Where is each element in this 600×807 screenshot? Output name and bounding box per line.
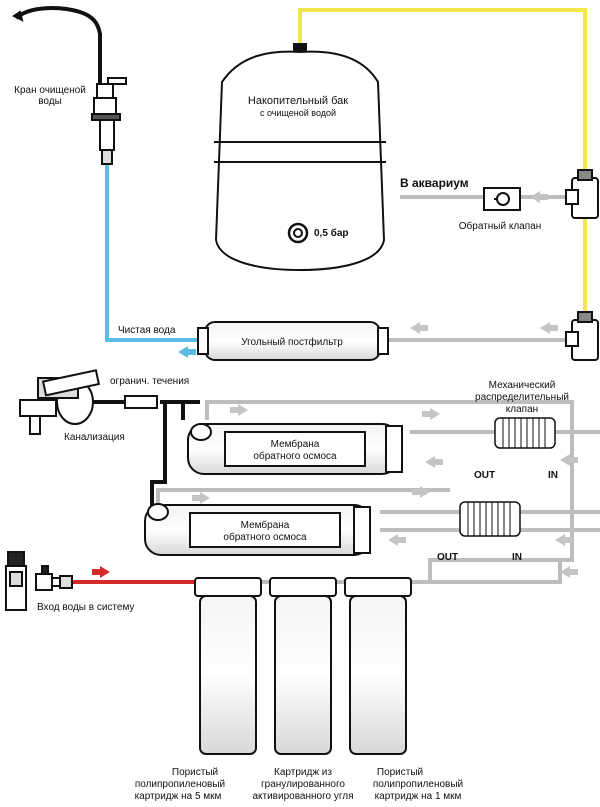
drain-pipes: [90, 400, 200, 510]
label-cartridge-3c: картридж на 1 мкм: [375, 791, 462, 802]
arrow-red: [92, 566, 110, 578]
label-cartridge-3b: полипропиленовый: [373, 779, 463, 790]
label-cartridge-3a: Пористый: [377, 767, 423, 778]
label-out-1: OUT: [474, 470, 495, 481]
label-mech-valve-1: Механический: [489, 380, 556, 391]
label-check-valve: Обратный клапан: [459, 220, 541, 232]
check-valve: [483, 187, 521, 211]
label-cartridge-1b: полипропиленовый: [135, 779, 225, 790]
label-cartridge-2b: гранулированного: [261, 779, 345, 790]
prefilter-housing-3: [344, 577, 412, 755]
label-tank-1: Накопительный бак: [248, 95, 348, 107]
membrane-housing-1: [187, 423, 403, 475]
label-water-inlet: Вход воды в систему: [37, 602, 134, 613]
label-postfilter: Угольный постфильтр: [241, 336, 343, 348]
label-pressure: 0,5 бар: [314, 227, 349, 239]
prefilter-housing-2: [269, 577, 337, 755]
clean-water-pipe: [105, 165, 200, 342]
distributor-valve-1: [494, 417, 556, 449]
tank-pipe: [298, 8, 587, 180]
faucet: [12, 6, 127, 165]
label-cartridge-1c: картридж на 5 мкм: [135, 791, 222, 802]
label-in-1: IN: [548, 470, 558, 481]
label-clean-water: Чистая вода: [118, 325, 176, 336]
label-cartridge-2a: Картридж из: [274, 767, 332, 778]
storage-tank: [214, 43, 386, 272]
label-membrane-2b: обратного осмоса: [223, 531, 307, 543]
label-membrane-1b: обратного осмоса: [253, 450, 337, 462]
prefilter-housing-1: [194, 577, 262, 755]
label-in-2: IN: [512, 552, 522, 563]
label-drain: Канализация: [64, 432, 125, 443]
label-mech-valve-3: клапан: [506, 404, 538, 415]
inlet-valve: [5, 551, 73, 611]
label-cartridge-1a: Пористый: [172, 767, 218, 778]
label-mech-valve-2: распределительный: [475, 392, 569, 403]
drain-saddle: [19, 369, 101, 435]
label-out-2: OUT: [437, 552, 458, 563]
tee-connectors: [565, 169, 599, 361]
distributor-valve-2: [459, 501, 521, 537]
label-membrane-2a: Мембрана: [241, 519, 290, 531]
arrow-blue: [178, 346, 196, 358]
membrane-housing-2: [144, 503, 371, 556]
label-membrane-1a: Мембрана: [271, 438, 320, 450]
flow-restrictor: [124, 395, 158, 409]
label-cartridge-2c: активированного угля: [252, 791, 353, 802]
label-tank-2: с очищеной водой: [260, 108, 336, 118]
label-to-aquarium: В аквариум: [400, 176, 469, 190]
flow-arrows-gray: [192, 191, 578, 578]
label-faucet-1: Кран очищеной: [14, 85, 86, 96]
label-faucet-2: воды: [38, 96, 62, 107]
label-flow-restrictor: огранич. течения: [110, 376, 189, 387]
carbon-postfilter: [197, 321, 389, 361]
